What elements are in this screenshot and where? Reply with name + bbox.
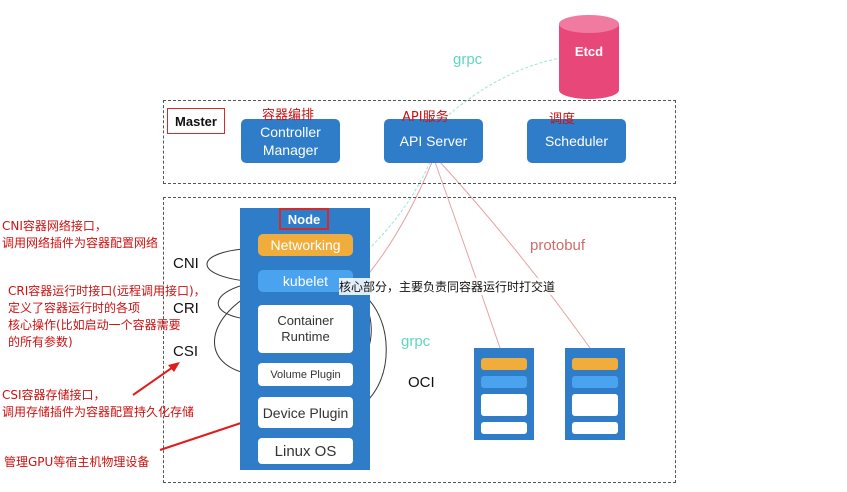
grpc-top-label: grpc	[453, 51, 483, 68]
cri-note-line2: 定义了容器运行时的各项	[8, 301, 141, 315]
node-area-box	[163, 197, 676, 483]
controller-manager-line1: Controller	[260, 124, 321, 140]
grpc-kubelet-line	[329, 161, 431, 283]
container-2-blue-bar	[572, 376, 618, 388]
etcd-cylinder-icon	[559, 15, 619, 99]
device-plugin-box[interactable]: Device Plugin	[258, 397, 353, 428]
cri-note-line3: 核心操作(比如启动一个容器需要	[8, 318, 181, 332]
csi-arrow	[132, 364, 177, 396]
container-2-orange-bar	[572, 358, 618, 370]
protobuf-line-2	[434, 161, 501, 349]
scheduler-label: Scheduler	[544, 133, 609, 149]
scheduler-note: 调度	[549, 112, 576, 127]
csi-arrowhead	[168, 362, 180, 372]
container-2-white-bar	[572, 422, 618, 434]
container-icon-1	[474, 348, 534, 440]
master-title: Master	[167, 108, 225, 134]
api-server-note: API服务	[402, 110, 449, 125]
protobuf-label: protobuf	[530, 237, 586, 254]
cni-note-line1: CNI容器网络接口，	[2, 219, 107, 233]
container-1-white-bar	[481, 422, 527, 434]
networking-box[interactable]: Networking	[258, 234, 353, 256]
controller-manager-note: 容器编排	[262, 108, 315, 123]
container-runtime-box[interactable]: Container Runtime	[258, 305, 353, 353]
api-server-box[interactable]: API Server	[384, 119, 483, 163]
kubelet-note: 核心部分，主要负责同容器运行时打交道	[339, 278, 556, 295]
gpu-note: 管理GPU等宿主机物理设备	[4, 455, 150, 469]
node-title: Node	[279, 208, 329, 230]
cni-label: CNI	[173, 255, 199, 272]
master-box	[163, 100, 676, 184]
cri-note-line4: 的所有参数)	[8, 335, 73, 349]
kubelet-box[interactable]: kubelet	[258, 270, 353, 292]
etcd-label: Etcd	[574, 44, 604, 59]
controller-manager-box[interactable]: Controller Manager	[241, 119, 340, 163]
container-runtime-line1: Container	[277, 313, 334, 328]
oci-label: OCI	[408, 374, 435, 391]
container-2-white-block	[572, 394, 618, 416]
container-1-orange-bar	[481, 358, 527, 370]
cri-note-line1: CRI容器运行时接口(远程调用接口)，	[8, 284, 206, 298]
cni-loop	[206, 247, 259, 283]
csi-note-line1: CSI容器存储接口，	[2, 388, 106, 402]
container-1-white-block	[481, 394, 527, 416]
cni-note-line2: 调用网络插件为容器配置网络	[2, 236, 159, 250]
grpc-node-label: grpc	[401, 333, 431, 350]
csi-label: CSI	[173, 343, 199, 360]
cri-label: CRI	[173, 300, 199, 317]
gpu-arrow	[159, 419, 251, 451]
container-1-blue-bar	[481, 376, 527, 388]
linux-os-box[interactable]: Linux OS	[258, 438, 353, 464]
protobuf-line-1	[439, 161, 591, 349]
container-icon-2	[565, 348, 625, 440]
container-runtime-line2: Runtime	[281, 329, 330, 344]
csi-loop	[214, 289, 259, 376]
scheduler-box[interactable]: Scheduler	[527, 119, 626, 163]
controller-manager-line2: Manager	[262, 142, 319, 158]
volume-plugin-box[interactable]: Volume Plugin	[258, 363, 353, 386]
grpc-etcd-line	[444, 57, 561, 119]
csi-note-line2: 调用存储插件为容器配置持久化存储	[2, 405, 195, 419]
api-server-label: API Server	[399, 133, 468, 149]
